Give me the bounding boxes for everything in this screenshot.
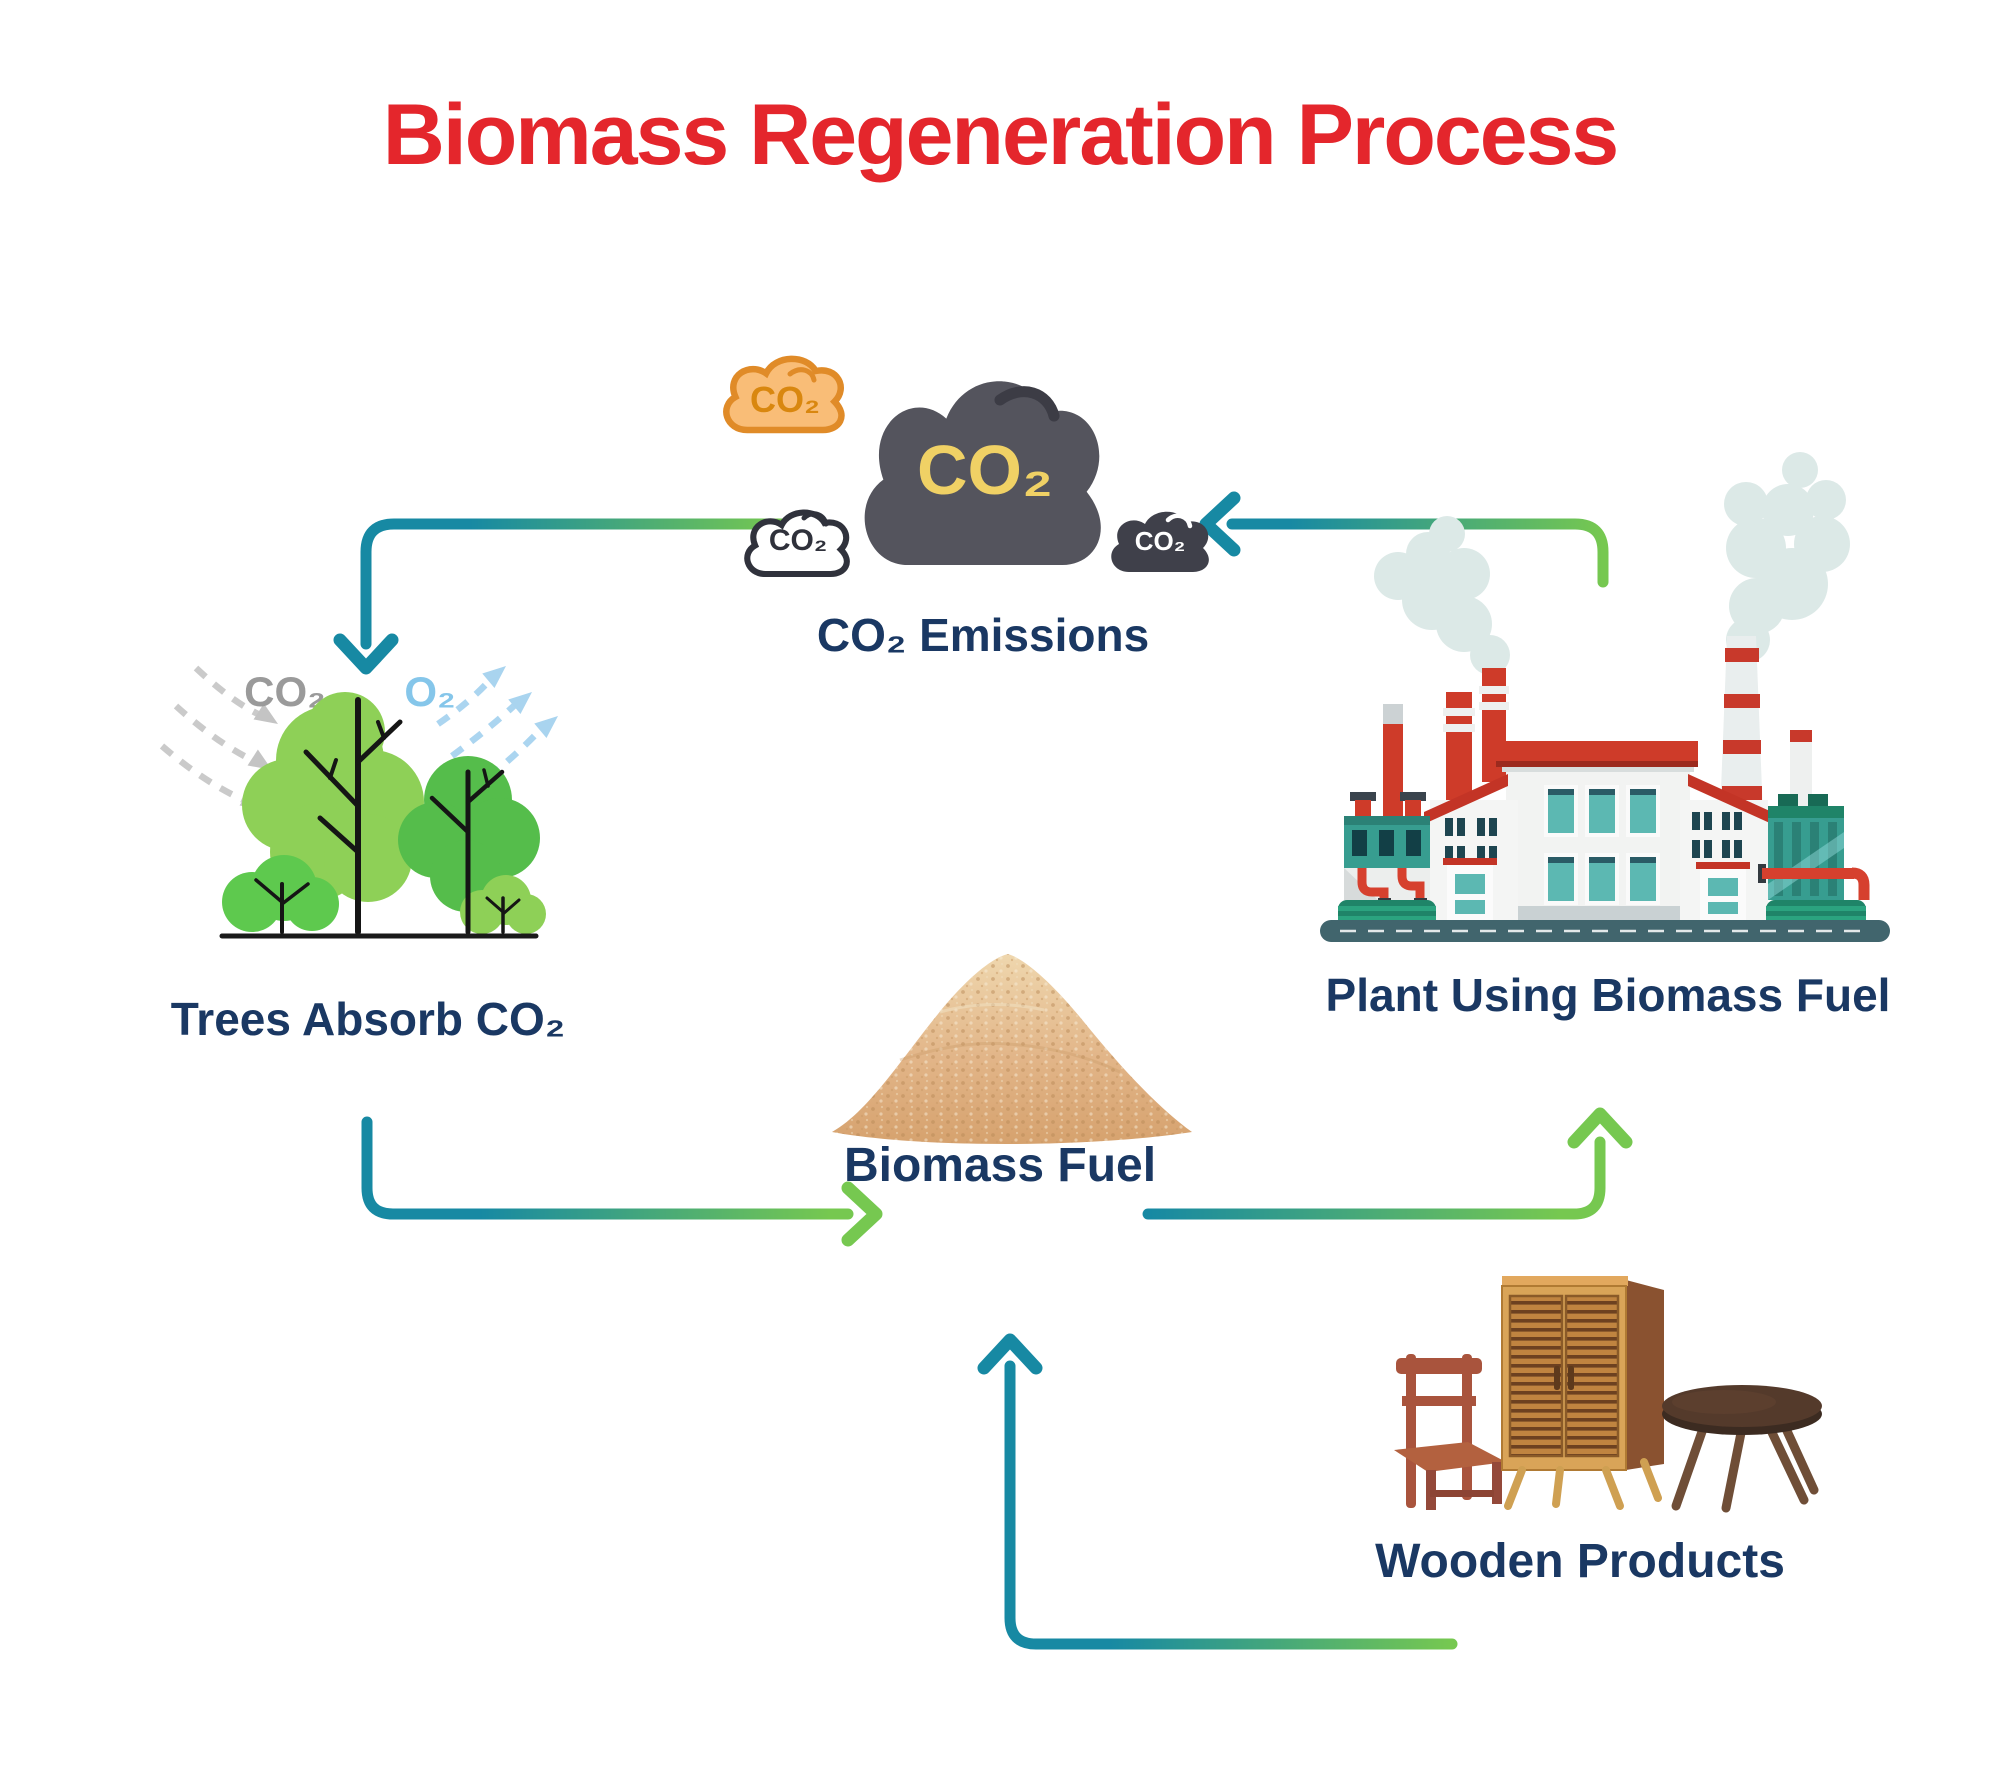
- label-trees-absorb-co2: Trees Absorb CO₂: [170, 993, 566, 1045]
- arrow-emissions-to-trees: [333, 518, 796, 675]
- co2-absorbed-text: CO₂: [244, 668, 326, 715]
- label-biomass-fuel: Biomass Fuel: [843, 1139, 1157, 1192]
- smoke-plumes: [1374, 452, 1850, 675]
- cloud-co2-large: CO₂: [864, 381, 1101, 565]
- page-title: Biomass Regeneration Process: [382, 87, 1620, 183]
- arrow-plant-to-emissions: [1199, 491, 1609, 588]
- arrow-wooden-to-biomass: [977, 1333, 1458, 1650]
- co2-clouds-illustration: CO₂ CO₂ CO₂ CO₂: [726, 359, 1209, 574]
- svg-text:CO₂: CO₂: [769, 524, 827, 557]
- factory-chimneys: [1383, 636, 1812, 836]
- wooden-wardrobe: [1501, 1276, 1664, 1510]
- label-co2-emissions: CO₂ Emissions: [816, 609, 1150, 661]
- factory-left-wing: [1424, 774, 1518, 924]
- label-wooden-products: Wooden Products: [1375, 1535, 1785, 1588]
- label-plant-using-biomass-fuel: Plant Using Biomass Fuel: [1325, 969, 1891, 1021]
- cloud-co2-white: CO₂: [747, 513, 847, 574]
- o2-released-text: O₂: [404, 668, 455, 715]
- factory-right-wing: [1680, 774, 1772, 924]
- arrow-trees-to-biomass: [361, 1116, 883, 1247]
- wooden-table: [1662, 1385, 1822, 1513]
- furniture-illustration: [1394, 1276, 1822, 1513]
- trees-illustration: [219, 692, 546, 939]
- biomass-pile-illustration: [832, 954, 1192, 1144]
- factory-main-building: [1496, 741, 1698, 924]
- cloud-co2-orange: CO₂: [726, 359, 841, 430]
- factory-right-unit: [1758, 794, 1870, 930]
- co2-absorption-arrows: CO₂: [159, 665, 326, 818]
- cloud-co2-small-dark: CO₂: [1111, 511, 1209, 572]
- svg-text:CO₂: CO₂: [917, 431, 1053, 509]
- factory-illustration: [1320, 452, 1890, 942]
- svg-text:CO₂: CO₂: [750, 379, 820, 420]
- arrow-biomass-to-plant: [1142, 1107, 1633, 1220]
- wooden-chair: [1394, 1354, 1506, 1510]
- svg-text:CO₂: CO₂: [1135, 526, 1186, 556]
- factory-platform: [1320, 920, 1890, 942]
